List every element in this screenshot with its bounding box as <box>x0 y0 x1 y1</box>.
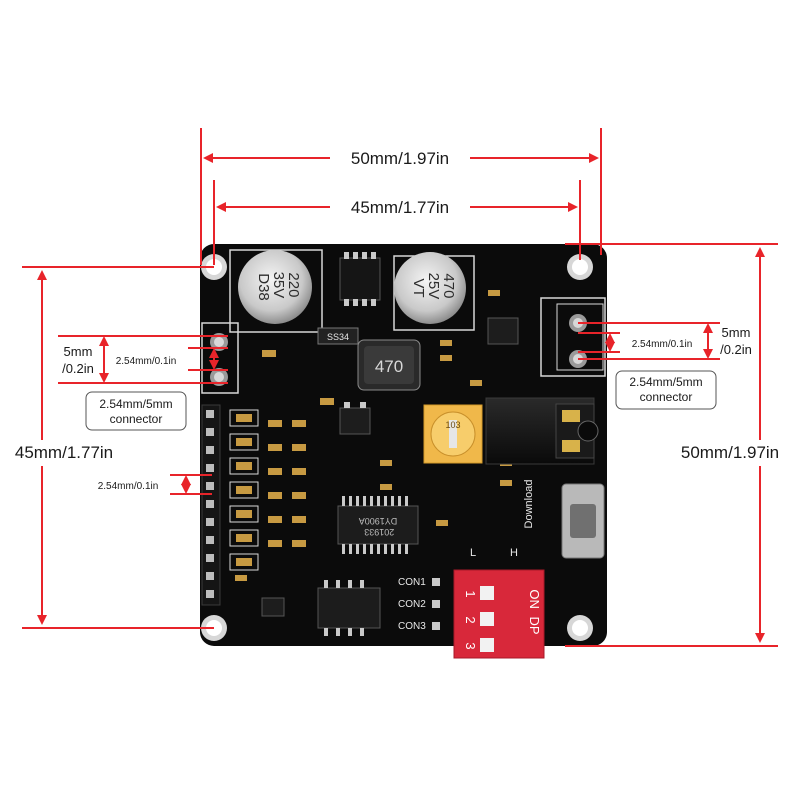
con3-label: CON3 <box>398 621 426 632</box>
left-connector-line1: 2.54mm/5mm <box>99 397 172 411</box>
right-connector-line1: 2.54mm/5mm <box>629 375 702 389</box>
right-pitch-5mm: 5mm <box>722 325 751 340</box>
transistor <box>339 402 371 435</box>
svg-text:220 35V D38: 220 35V D38 <box>255 272 302 303</box>
amplifier-ic <box>317 580 381 636</box>
right-height-label: 50mm/1.97in <box>681 443 779 462</box>
cap2-voltage: 25V <box>425 273 442 300</box>
switch-3-label: 3 <box>463 642 478 649</box>
power-inductor: 470 <box>357 339 421 391</box>
right-pitch-02in: /0.2in <box>720 342 752 357</box>
regulator-ic <box>339 252 381 306</box>
ss34-label: SS34 <box>327 332 349 342</box>
right-connector-callout: 2.54mm/5mm connector <box>615 370 717 410</box>
cap1-code: D38 <box>255 273 272 301</box>
con2-label: CON2 <box>398 599 426 610</box>
chip-code: 201933 <box>364 527 394 537</box>
header-pitch-label: 2.54mm/0.1in <box>98 481 159 492</box>
left-height-label: 45mm/1.77in <box>15 443 113 462</box>
left-pitch-254mm: 2.54mm/0.1in <box>116 356 177 367</box>
svg-text:201933 DY1900A: 201933 DY1900A <box>359 516 398 537</box>
left-pitch-02in: /0.2in <box>62 361 94 376</box>
pin-header <box>201 404 221 606</box>
left-pitch-5mm: 5mm <box>64 344 93 359</box>
outer-width-label: 50mm/1.97in <box>351 149 449 168</box>
potentiometer: 103 <box>423 404 483 464</box>
left-connector-callout: 2.54mm/5mm connector <box>85 391 187 431</box>
pot-code: 103 <box>445 420 460 430</box>
right-connector-line2: connector <box>640 390 693 404</box>
switch-1-label: 1 <box>463 590 478 597</box>
electrolytic-capacitor-220uf: 220 35V D38 <box>229 249 323 333</box>
cap2-code: VT <box>410 278 427 297</box>
con1-label: CON1 <box>398 577 426 588</box>
switch-dp-label: DP <box>527 617 542 635</box>
high-label: H <box>510 547 518 559</box>
micro-usb-port <box>561 483 605 559</box>
pcb-board: 220 35V D38 470 25V VT <box>200 244 607 659</box>
mounting-hole-bottom-right <box>567 615 593 641</box>
download-label: Download <box>523 480 535 529</box>
right-pitch-254mm: 2.54mm/0.1in <box>632 339 693 350</box>
ss34-diode: SS34 <box>317 327 359 345</box>
inductor-label: 470 <box>375 357 403 376</box>
small-transistor-bottom-left <box>261 597 285 617</box>
smd-components <box>235 290 532 616</box>
dip-switch: ON DP 1 2 3 <box>453 569 545 659</box>
chip-name: DY1900A <box>359 516 398 526</box>
con-pads <box>432 578 440 630</box>
cap1-voltage: 35V <box>270 272 287 299</box>
switch-2-label: 2 <box>463 616 478 623</box>
left-screw-terminal <box>201 322 239 394</box>
hole-width-label: 45mm/1.77in <box>351 198 449 217</box>
mounting-hole-top-right <box>567 254 593 280</box>
cap1-value: 220 <box>285 272 302 297</box>
dy1900a-chip: 201933 DY1900A <box>337 496 419 554</box>
cap2-value: 470 <box>440 273 457 298</box>
switch-on-label: ON <box>527 589 542 609</box>
resistor-column <box>229 409 259 571</box>
left-connector-line2: connector <box>110 412 163 426</box>
svg-text:ON DP: ON DP <box>527 589 542 634</box>
svg-text:470 25V VT: 470 25V VT <box>410 273 457 304</box>
small-transistor-top-right <box>487 317 519 345</box>
electrolytic-capacitor-470uf: 470 25V VT <box>393 252 475 331</box>
low-label: L <box>470 547 476 559</box>
audio-jack <box>485 397 599 465</box>
